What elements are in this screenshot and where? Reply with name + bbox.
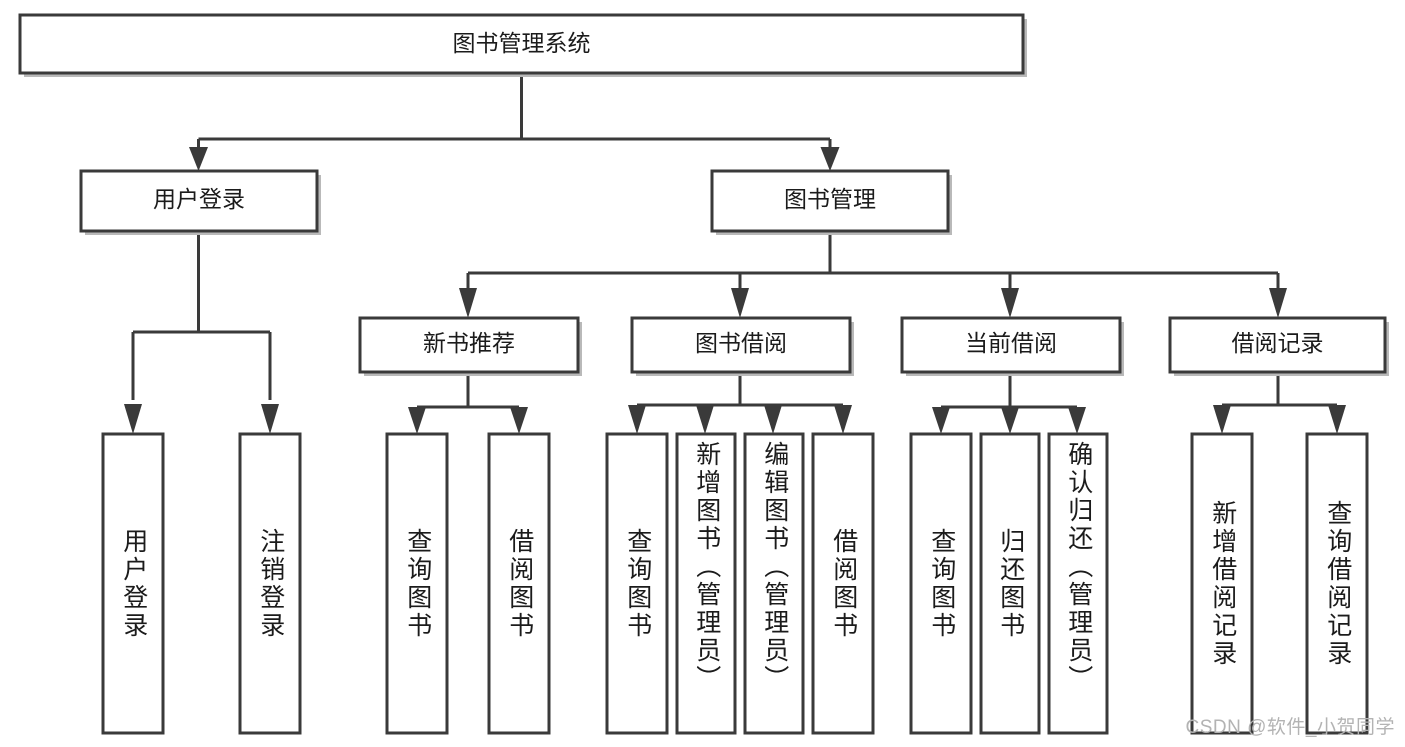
node-book-manage-box[interactable] bbox=[710, 169, 950, 233]
node-user-login[interactable]: 用户登录 bbox=[79, 169, 321, 235]
leaf-nodes-group bbox=[101, 432, 1369, 735]
arrow-head-book-borrow bbox=[731, 288, 749, 318]
arrow-head-leaf-borrow-book-1 bbox=[510, 407, 528, 434]
leaf-box-logout-login[interactable] bbox=[238, 432, 302, 735]
node-user-login-box[interactable] bbox=[79, 169, 319, 233]
arrow-head-new-book-rec bbox=[459, 288, 477, 318]
node-borrow-record[interactable]: 借阅记录 bbox=[1168, 316, 1389, 376]
arrow-head-leaf-add-record bbox=[1213, 405, 1231, 434]
node-book-manage[interactable]: 图书管理 bbox=[710, 169, 952, 235]
node-book-borrow[interactable]: 图书借阅 bbox=[630, 316, 854, 376]
node-new-book-rec-box[interactable] bbox=[358, 316, 580, 374]
node-new-book-rec-label: 新书推荐 bbox=[423, 330, 515, 356]
node-current-borrow-box[interactable] bbox=[900, 316, 1122, 374]
arrow-head-borrow-record bbox=[1269, 288, 1287, 318]
node-new-book-rec[interactable]: 新书推荐 bbox=[358, 316, 582, 376]
node-user-login-label: 用户登录 bbox=[153, 186, 245, 212]
arrow-head-user-login bbox=[189, 147, 208, 171]
arrow-head-leaf-logout-login bbox=[261, 404, 279, 434]
leaf-box-query-book-1[interactable] bbox=[385, 432, 449, 735]
leaf-box-add-record[interactable] bbox=[1190, 432, 1254, 735]
arrow-head-leaf-query-book-2 bbox=[628, 405, 646, 434]
node-root[interactable]: 图书管理系统 bbox=[18, 13, 1027, 77]
node-borrow-record-box[interactable] bbox=[1168, 316, 1387, 374]
node-current-borrow-label: 当前借阅 bbox=[965, 330, 1057, 356]
arrow-head-leaf-query-record bbox=[1328, 405, 1346, 434]
node-book-borrow-box[interactable] bbox=[630, 316, 852, 374]
arrow-head-leaf-borrow-book-2 bbox=[834, 405, 852, 434]
node-book-manage-label: 图书管理 bbox=[784, 186, 876, 212]
leaf-box-confirm-return[interactable] bbox=[1047, 432, 1109, 735]
node-root-label: 图书管理系统 bbox=[453, 30, 591, 56]
arrow-head-leaf-query-book-1 bbox=[408, 407, 426, 434]
leaf-box-query-book-3[interactable] bbox=[909, 432, 973, 735]
arrow-head-leaf-edit-book bbox=[764, 405, 782, 434]
leaf-box-user-login[interactable] bbox=[101, 432, 165, 735]
node-current-borrow[interactable]: 当前借阅 bbox=[900, 316, 1124, 376]
arrow-head-leaf-return-book bbox=[1001, 407, 1019, 434]
node-book-borrow-label: 图书借阅 bbox=[695, 330, 787, 356]
leaf-box-query-book-2[interactable] bbox=[605, 432, 669, 735]
watermark-text: CSDN @软件_小贺同学 bbox=[1185, 717, 1395, 738]
leaf-box-add-book[interactable] bbox=[675, 432, 737, 735]
arrow-head-book-manage bbox=[820, 147, 840, 171]
leaf-box-borrow-book-2[interactable] bbox=[811, 432, 875, 735]
arrow-head-leaf-user-login bbox=[124, 404, 142, 434]
arrow-head-leaf-add-book bbox=[696, 405, 714, 434]
node-borrow-record-label: 借阅记录 bbox=[1232, 330, 1324, 356]
leaf-box-borrow-book-1[interactable] bbox=[487, 432, 551, 735]
node-root-box[interactable] bbox=[18, 13, 1025, 75]
arrow-head-current-borrow bbox=[1001, 288, 1019, 318]
connector-group bbox=[124, 76, 1346, 434]
arrow-head-leaf-query-book-3 bbox=[932, 407, 950, 434]
arrow-head-leaf-confirm-return bbox=[1068, 407, 1086, 434]
leaf-box-query-record[interactable] bbox=[1305, 432, 1369, 735]
leaf-box-edit-book[interactable] bbox=[743, 432, 805, 735]
leaf-box-return-book[interactable] bbox=[979, 432, 1041, 735]
